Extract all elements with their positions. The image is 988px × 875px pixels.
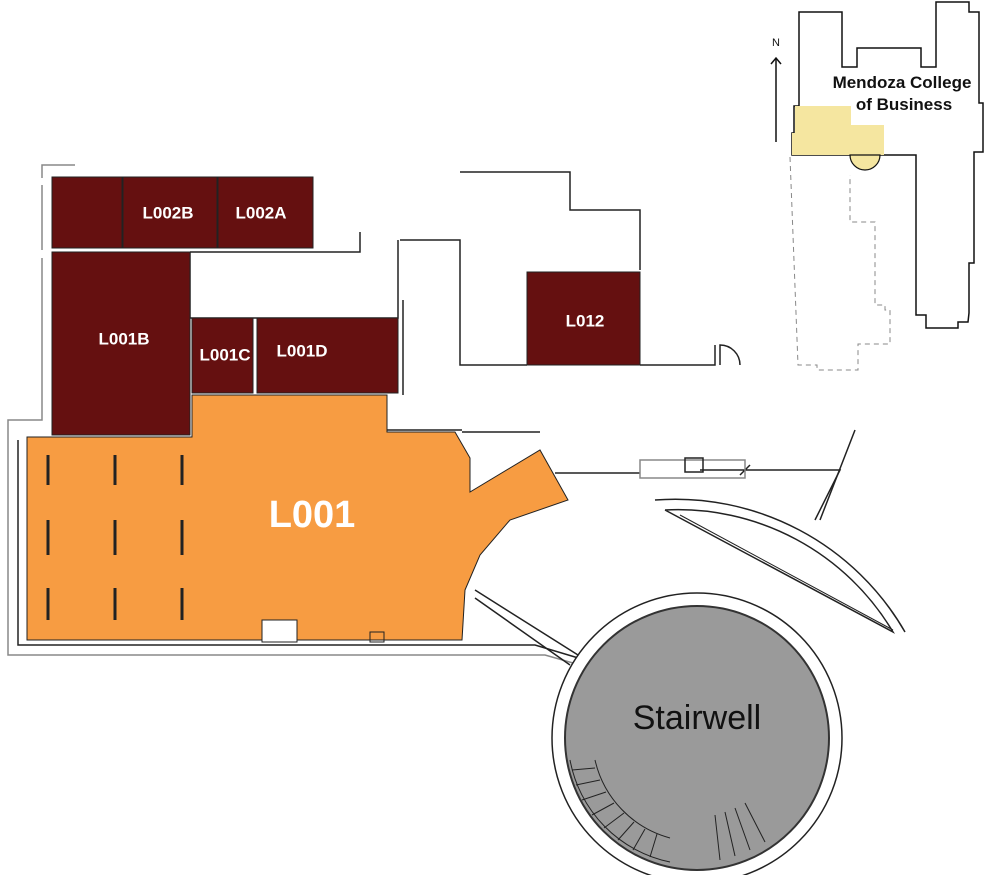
column — [684, 457, 704, 473]
inset-highlight-area — [792, 106, 884, 155]
east-wall — [380, 429, 856, 666]
pillar-small — [369, 631, 385, 643]
room-l001c[interactable] — [191, 317, 254, 394]
north-label: N — [772, 37, 780, 49]
room-l001b[interactable] — [51, 251, 191, 436]
stair-steps — [569, 759, 766, 863]
label-l002a: L002A — [235, 203, 286, 222]
room-l001[interactable] — [26, 394, 569, 641]
inset-highlight-rotunda — [849, 154, 881, 171]
inset-building-name-line2: of Business — [856, 95, 952, 114]
inset-dashed-outline — [789, 156, 891, 371]
pillar — [261, 619, 298, 643]
plaza-arc — [654, 498, 906, 634]
door-arc — [719, 344, 741, 366]
locator-inset: N Mendoza College of Business — [770, 1, 984, 371]
label-l002b: L002B — [142, 203, 193, 222]
inset-building-name-line1: Mendoza College — [833, 73, 972, 92]
label-l001b: L001B — [98, 329, 149, 348]
label-l001: L001 — [269, 494, 356, 536]
room-stairwell[interactable] — [564, 605, 830, 871]
room-l012[interactable] — [526, 271, 641, 366]
room-l001d[interactable] — [256, 317, 399, 394]
outer-wall — [7, 164, 581, 666]
room-l002-unlabeled[interactable] — [51, 176, 123, 249]
label-l001d: L001D — [276, 341, 327, 360]
label-stairwell: Stairwell — [633, 699, 761, 737]
room-l002a[interactable] — [217, 176, 314, 249]
inset-building-outline — [791, 1, 984, 329]
label-l012: L012 — [566, 311, 605, 330]
room-l002b[interactable] — [122, 176, 218, 249]
plaza-line — [679, 514, 894, 631]
entry-wall — [639, 459, 746, 479]
columns-l001 — [46, 455, 184, 620]
label-l001c: L001C — [199, 345, 250, 364]
outer-wall-inner — [17, 440, 586, 661]
north-arrowhead-icon — [770, 56, 782, 65]
